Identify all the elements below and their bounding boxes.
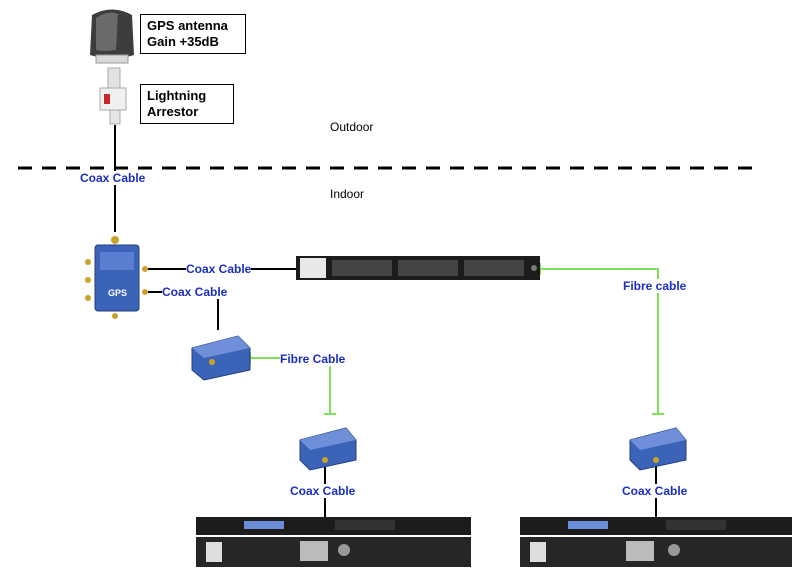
gps-antenna-icon xyxy=(90,9,134,64)
gps-antenna-label-line1: GPS antenna xyxy=(147,18,228,33)
coax-cable-label-right: Coax Cable xyxy=(186,262,252,276)
fibre-cable-label-mid: Fibre Cable xyxy=(280,352,346,366)
coax-cable-label-bottom-left: Coax Cable xyxy=(290,484,356,498)
lightning-arrestor-label-line1: Lightning xyxy=(147,88,207,103)
rack-unit-icon xyxy=(296,256,540,280)
indoor-label: Indoor xyxy=(330,187,365,201)
lightning-arrestor-icon xyxy=(99,67,127,125)
fibre-line-right xyxy=(540,268,659,414)
gps-splitter-text: GPS xyxy=(108,288,127,298)
gps-antenna-label-line2: Gain +35dB xyxy=(147,34,219,49)
coax-cable-label-bottom-right: Coax Cable xyxy=(622,484,688,498)
outdoor-label: Outdoor xyxy=(330,120,374,134)
time-server-left-icon xyxy=(196,517,471,567)
lightning-arrestor-label: Lightning Arrestor xyxy=(140,84,234,124)
media-converter-3-icon xyxy=(629,427,687,471)
media-converter-2-icon xyxy=(299,427,357,471)
coax-cable-label-top: Coax Cable xyxy=(80,171,146,185)
fibre-line-mid xyxy=(250,357,331,414)
lightning-arrestor-label-line2: Arrestor xyxy=(147,104,199,119)
media-converter-1-icon xyxy=(191,335,251,381)
gps-splitter-icon xyxy=(85,236,148,319)
gps-antenna-label: GPS antenna Gain +35dB xyxy=(140,14,246,54)
coax-cable-label-lower: Coax Cable xyxy=(162,285,228,299)
fibre-cable-label-right: Fibre cable xyxy=(623,279,687,293)
time-server-right-icon xyxy=(520,517,792,567)
